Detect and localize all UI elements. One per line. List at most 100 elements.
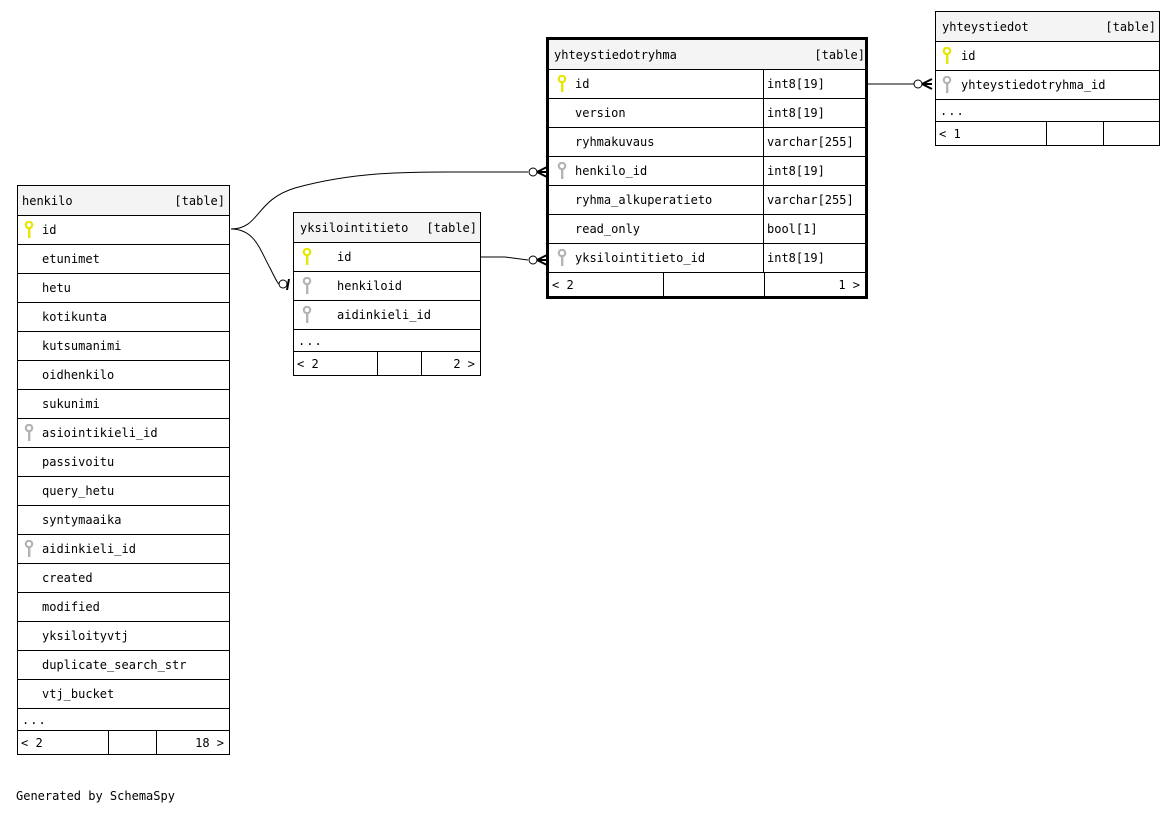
column-name: sukunimi [42,397,100,411]
footer-middle [378,352,421,375]
children-count[interactable] [1103,122,1159,145]
column-name: read_only [575,222,641,236]
foreign-key-icon [302,276,312,295]
table-yhteystiedot[interactable]: yhteystiedot [table] id yhteystiedotryhma… [935,11,1160,146]
table-name: henkilo [22,193,73,208]
footer-middle [1047,122,1103,145]
column-name: kotikunta [42,310,108,324]
column-row[interactable]: syntymaaika [18,505,229,534]
column-name: id [337,250,352,264]
column-row[interactable]: asiointikieli_id [18,418,229,447]
column-name: id [42,223,57,237]
column-name-cell: henkiloid [294,272,480,300]
foreign-key-icon [557,248,567,267]
parents-count[interactable]: < 2 [549,273,664,296]
column-name: vtj_bucket [42,687,115,701]
column-name: syntymaaika [42,513,122,527]
column-name-cell: hetu [18,274,229,302]
children-count[interactable]: 2 > [421,352,480,375]
column-row[interactable]: yhteystiedotryhma_id [936,70,1159,99]
column-name: kutsumanimi [42,339,122,353]
generated-by-note: Generated by SchemaSpy [16,789,175,803]
column-row[interactable]: id [294,242,480,271]
column-name-cell: read_only [549,215,763,243]
children-count[interactable]: 1 > [764,273,865,296]
column-row[interactable]: aidinkieli_id [294,300,480,329]
column-row[interactable]: aidinkieli_id [18,534,229,563]
column-row[interactable]: etunimet [18,244,229,273]
table-header[interactable]: henkilo [table] [18,186,229,215]
column-name: version [575,106,626,120]
column-name-cell: sukunimi [18,390,229,418]
parents-count[interactable]: < 1 [936,122,1047,145]
table-footer: < 2 18 > [18,730,229,754]
table-header[interactable]: yksilointitieto [table] [294,213,480,242]
column-name-cell: kotikunta [18,303,229,331]
column-row[interactable]: query_hetu [18,476,229,505]
zero-many-marker [528,255,538,265]
column-row[interactable]: passivoitu [18,447,229,476]
table-henkilo[interactable]: henkilo [table] id etunimet hetu kotikunta k… [17,185,230,755]
column-row[interactable]: read_only bool[1] [549,214,865,243]
column-row[interactable]: kutsumanimi [18,331,229,360]
table-header[interactable]: yhteystiedot [table] [936,12,1159,41]
table-yksilointitieto[interactable]: yksilointitieto [table] id henkiloid aidin… [293,212,481,376]
column-row[interactable]: oidhenkilo [18,360,229,389]
table-name: yksilointitieto [300,220,409,235]
more-columns-ellipsis: ... [294,329,480,351]
column-type: bool[1] [763,215,865,243]
table-header[interactable]: yhteystiedotryhma [table] [549,40,865,69]
column-name-cell: created [18,564,229,592]
column-name-cell: aidinkieli_id [18,535,229,563]
column-row[interactable]: id [936,41,1159,70]
table-footer: < 2 2 > [294,351,480,375]
crowfoot-marker [536,166,548,178]
column-name-cell: passivoitu [18,448,229,476]
column-name-cell: duplicate_search_str [18,651,229,679]
column-name-cell: id [294,243,480,271]
more-columns-ellipsis: ... [18,708,229,730]
table-name: yhteystiedot [942,19,1029,34]
column-name-cell: asiointikieli_id [18,419,229,447]
column-name: yksiloityvtj [42,629,129,643]
column-name: passivoitu [42,455,115,469]
column-name: ryhma_alkuperatieto [575,193,713,207]
footer-middle [664,273,764,296]
column-name: aidinkieli_id [337,308,431,322]
children-count[interactable]: 18 > [156,731,229,754]
column-row[interactable]: duplicate_search_str [18,650,229,679]
column-row[interactable]: vtj_bucket [18,679,229,708]
column-name: hetu [42,281,71,295]
primary-key-icon [942,46,952,65]
parents-count[interactable]: < 2 [294,352,378,375]
foreign-key-icon [24,539,34,558]
column-name: yksilointitieto_id [575,251,706,265]
column-row[interactable]: created [18,563,229,592]
column-type: int8[19] [763,157,865,185]
column-row[interactable]: henkiloid [294,271,480,300]
column-row[interactable]: modified [18,592,229,621]
column-row[interactable]: yksiloityvtj [18,621,229,650]
column-row[interactable]: sukunimi [18,389,229,418]
primary-key-icon [557,74,567,93]
column-row[interactable]: id [18,215,229,244]
relation-henkilo-yhteystiedotryhma [230,171,528,230]
column-name-cell: kutsumanimi [18,332,229,360]
column-name: yhteystiedotryhma_id [961,78,1106,92]
column-name-cell: id [18,216,229,244]
column-name: oidhenkilo [42,368,115,382]
column-name-cell: yksilointitieto_id [549,244,763,272]
column-name-cell: id [936,42,1159,70]
parents-count[interactable]: < 2 [18,731,109,754]
relation-yksilointitieto-yhteystiedotryhma [481,256,529,261]
column-row[interactable]: hetu [18,273,229,302]
column-row[interactable]: kotikunta [18,302,229,331]
